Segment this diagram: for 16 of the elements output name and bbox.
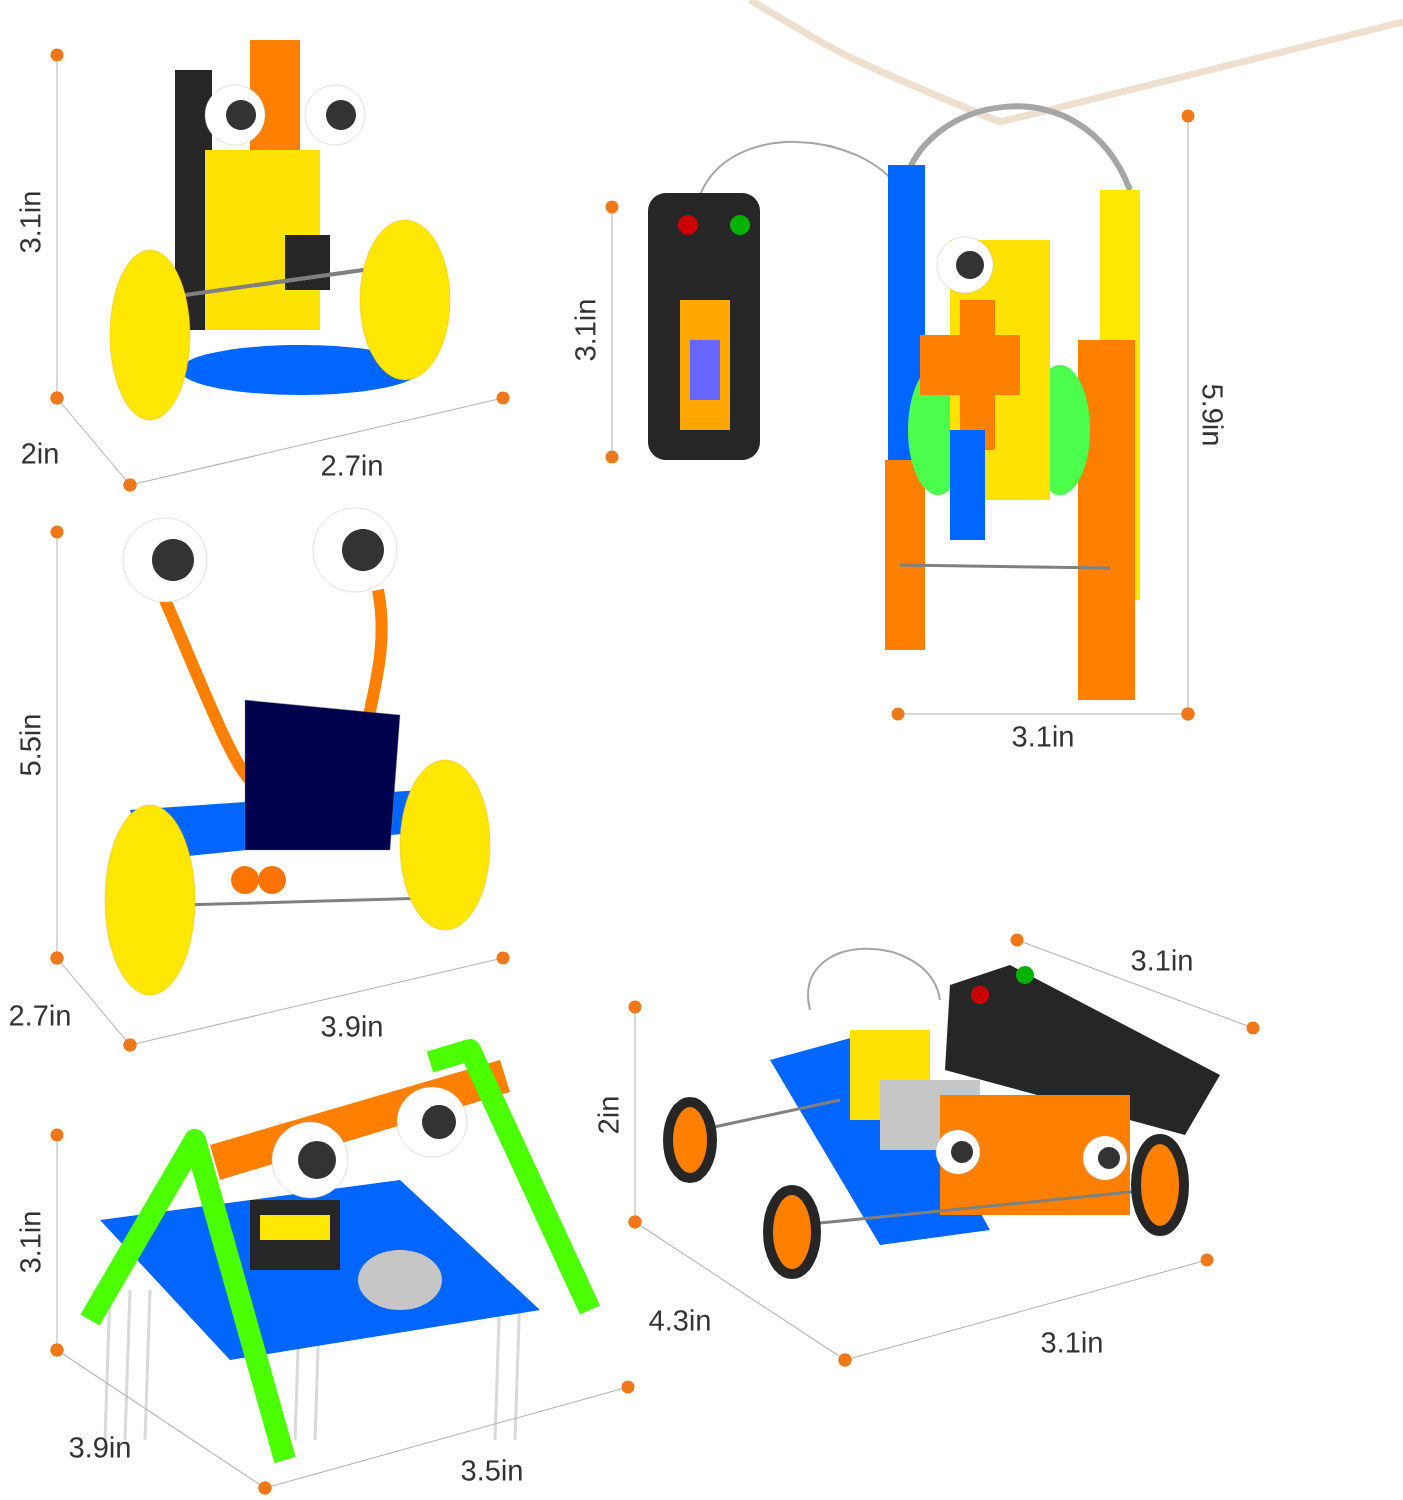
dimension-label: 3.1in <box>19 1212 41 1273</box>
dimension-label: 2in <box>597 1097 619 1133</box>
dimension-label: 3.9in <box>69 1436 130 1458</box>
dimension-label: 3.9in <box>321 1015 382 1037</box>
dimension-label: 2.7in <box>10 1004 70 1026</box>
dimension-label: 3.1in <box>1041 1331 1102 1353</box>
dimension-label: 3.1in <box>574 300 596 361</box>
dimension-label: 3.1in <box>1012 725 1073 747</box>
dimension-label: 3.1in <box>1131 949 1192 971</box>
dimension-label: 4.3in <box>649 1309 710 1331</box>
dimension-label: 2.7in <box>322 454 382 476</box>
dimension-label: 3.5in <box>461 1459 522 1481</box>
dimension-label: 3.1in <box>19 192 41 253</box>
dimension-label: 5.9in <box>1202 384 1224 445</box>
dimension-label: 5.5in <box>19 715 41 776</box>
dimension-label: 2in <box>22 442 58 464</box>
